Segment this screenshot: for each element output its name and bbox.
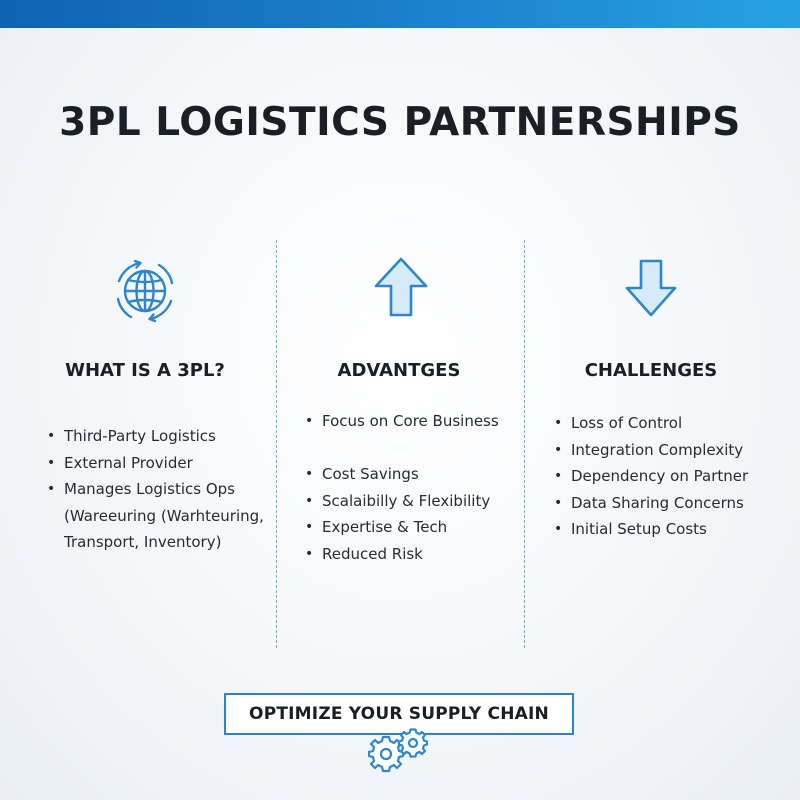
list-item: Initial Setup Costs	[553, 516, 748, 543]
list-item: Loss of Control	[553, 410, 748, 437]
list-item: Dependency on Partner	[553, 463, 748, 490]
cta-banner: OPTIMIZE YOUR SUPPLY CHAIN	[224, 693, 574, 735]
list-item: Scalaibilly & Flexibility	[304, 488, 499, 515]
advantages-list: Focus on Core Business Cost Savings Scal…	[304, 408, 499, 567]
challenges-list: Loss of Control Integration Complexity D…	[553, 410, 748, 543]
list-item: Focus on Core Business	[304, 408, 499, 435]
list-item: Manages Logistics Ops (Wareeuring (Warht…	[46, 476, 264, 556]
globe-cycle-icon	[116, 259, 174, 323]
list-item: Reduced Risk	[304, 541, 499, 568]
arrow-down-icon	[625, 259, 677, 317]
list-item-continuation: (Wareeuring (Warhteuring,	[64, 506, 264, 525]
top-banner	[0, 0, 800, 28]
arrow-up-icon	[374, 257, 428, 317]
list-item: Integration Complexity	[553, 437, 748, 464]
heading-challenges: CHALLENGES	[584, 360, 718, 381]
heading-advantages: ADVANTGES	[337, 360, 461, 381]
list-item: Expertise & Tech	[304, 514, 499, 541]
column-divider-left	[276, 240, 277, 648]
page-title: 3PL LOGISTICS PARTNERSHIPS	[59, 100, 741, 145]
list-item: Data Sharing Concerns	[553, 490, 748, 517]
list-item: Third-Party Logistics	[46, 423, 264, 450]
gears-icon	[368, 728, 429, 773]
list-item-continuation: Transport, Inventory)	[64, 533, 222, 551]
list-item-text: Manages Logistics Ops	[64, 480, 235, 498]
what-is-3pl-list: Third-Party Logistics External Provider …	[46, 423, 264, 556]
column-divider-right	[524, 240, 525, 648]
heading-what-is-3pl: WHAT IS A 3PL?	[65, 360, 225, 381]
list-item: External Provider	[46, 450, 264, 477]
cta-label: OPTIMIZE YOUR SUPPLY CHAIN	[249, 704, 549, 724]
list-item: Cost Savings	[304, 461, 499, 488]
